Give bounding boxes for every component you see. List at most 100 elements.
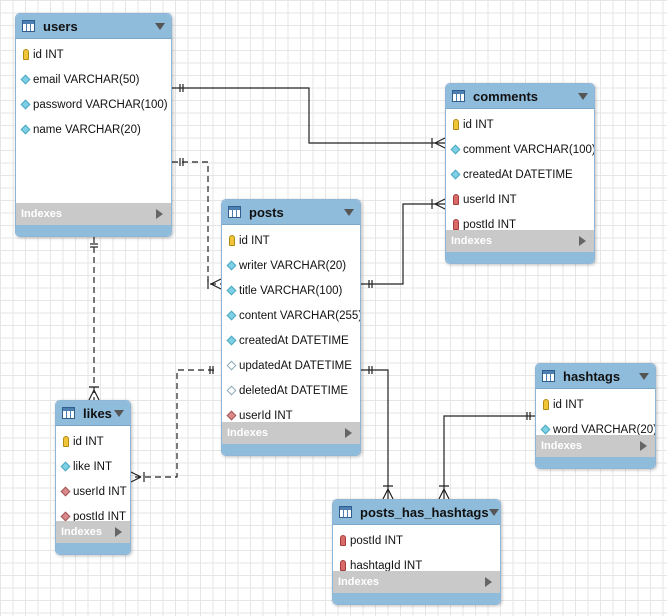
column-row[interactable]: postId INT — [56, 504, 130, 529]
foreign-diamond-icon — [60, 486, 71, 498]
column-label: createdAt DATETIME — [463, 168, 573, 181]
column-label: comment VARCHAR(100) — [463, 143, 595, 156]
column-row[interactable]: id INT — [56, 429, 130, 454]
column-row[interactable]: content VARCHAR(255) — [222, 303, 360, 328]
column-row[interactable]: createdAt DATETIME — [222, 328, 360, 353]
expand-arrow-icon[interactable] — [345, 428, 352, 438]
indexes-section[interactable]: Indexes — [446, 230, 594, 263]
collapse-arrow-icon[interactable] — [155, 22, 165, 30]
indexes-section[interactable]: Indexes — [333, 571, 500, 604]
column-row[interactable]: word VARCHAR(20) — [536, 417, 655, 442]
table-header[interactable]: posts_has_hashtags — [333, 500, 500, 525]
foreign-diamond-icon — [226, 410, 237, 422]
foreign-key-icon — [338, 535, 347, 547]
foreign-key-icon — [451, 219, 460, 231]
column-row[interactable]: userId INT — [446, 187, 594, 212]
indexes-bar[interactable]: Indexes — [446, 230, 594, 252]
column-row[interactable]: writer VARCHAR(20) — [222, 253, 360, 278]
table-comments[interactable]: comments id INT comment VARCHAR(100) create… — [445, 83, 595, 264]
primary-key-icon — [451, 119, 460, 131]
relationship-line — [172, 161, 221, 285]
indexes-bar[interactable]: Indexes — [56, 521, 130, 543]
column-diamond-icon — [450, 144, 461, 156]
column-label: postId INT — [350, 534, 404, 547]
column-row[interactable]: createdAt DATETIME — [446, 162, 594, 187]
indexes-section[interactable]: Indexes — [16, 203, 171, 236]
foreign-key-icon-glyph — [452, 194, 459, 205]
relationship-users-posts — [172, 158, 222, 290]
column-row[interactable]: postId INT — [333, 528, 500, 553]
indexes-section[interactable]: Indexes — [222, 422, 360, 455]
table-header[interactable]: posts — [222, 200, 360, 225]
column-label: content VARCHAR(255) — [239, 309, 361, 322]
indexes-section[interactable]: Indexes — [536, 435, 655, 468]
indexes-bar[interactable]: Indexes — [222, 422, 360, 444]
relationship-posts-comments — [361, 198, 446, 288]
table-name: posts_has_hashtags — [360, 504, 489, 520]
expand-arrow-icon[interactable] — [640, 441, 647, 451]
column-row[interactable]: id INT — [446, 112, 594, 137]
table-header[interactable]: likes — [56, 401, 130, 426]
collapse-arrow-icon[interactable] — [578, 92, 588, 100]
expand-arrow-icon[interactable] — [579, 236, 586, 246]
table-header[interactable]: users — [16, 14, 171, 39]
column-list: postId INT hashtagId INT — [333, 525, 500, 578]
column-label: name VARCHAR(20) — [33, 123, 141, 136]
column-row[interactable]: userId INT — [222, 403, 360, 428]
column-diamond-icon — [20, 99, 31, 111]
column-diamond-icon — [540, 424, 551, 436]
column-row[interactable]: title VARCHAR(100) — [222, 278, 360, 303]
table-posts[interactable]: posts id INT writer VARCHAR(20)title VARCH… — [221, 199, 361, 456]
foreign-diamond-icon-glyph — [226, 410, 237, 421]
column-diamond-icon-glyph — [450, 169, 461, 180]
column-row[interactable]: deletedAt DATETIME — [222, 378, 360, 403]
expand-arrow-icon[interactable] — [485, 577, 492, 587]
table-posts_has_hashtags[interactable]: posts_has_hashtags postId INT hashtagId IN… — [332, 499, 501, 605]
column-row[interactable]: userId INT — [56, 479, 130, 504]
many-marker — [431, 137, 446, 149]
column-row[interactable]: hashtagId INT — [333, 553, 500, 578]
table-header[interactable]: hashtags — [536, 364, 655, 389]
column-row[interactable]: id INT — [536, 392, 655, 417]
collapse-arrow-icon[interactable] — [344, 208, 354, 216]
column-row[interactable]: password VARCHAR(100) — [16, 92, 171, 117]
collapse-arrow-icon[interactable] — [114, 409, 124, 417]
expand-arrow-icon[interactable] — [115, 527, 122, 537]
indexes-bar[interactable]: Indexes — [333, 571, 500, 593]
table-header[interactable]: comments — [446, 84, 594, 109]
nullable-diamond-icon-glyph — [226, 360, 237, 371]
indexes-section[interactable]: Indexes — [56, 521, 130, 554]
indexes-bar[interactable]: Indexes — [536, 435, 655, 457]
column-row[interactable]: like INT — [56, 454, 130, 479]
primary-key-icon-glyph — [228, 235, 235, 246]
foreign-key-icon-glyph — [452, 219, 459, 230]
column-row[interactable]: id INT — [16, 42, 171, 67]
nullable-diamond-icon — [226, 360, 237, 372]
table-icon — [228, 206, 241, 218]
column-label: postId INT — [463, 218, 517, 231]
collapse-arrow-icon[interactable] — [639, 372, 649, 380]
column-label: postId INT — [73, 510, 127, 523]
column-label: userId INT — [73, 485, 127, 498]
column-row[interactable]: email VARCHAR(50) — [16, 67, 171, 92]
column-label: id INT — [239, 234, 270, 247]
indexes-bar[interactable]: Indexes — [16, 203, 171, 225]
column-row[interactable]: postId INT — [446, 212, 594, 237]
column-row[interactable]: name VARCHAR(20) — [16, 117, 171, 142]
relationship-users-likes — [88, 237, 100, 401]
column-diamond-icon-glyph — [450, 144, 461, 155]
many-marker — [207, 278, 222, 290]
collapse-arrow-icon[interactable] — [488, 508, 499, 516]
column-row[interactable]: updatedAt DATETIME — [222, 353, 360, 378]
column-diamond-icon-glyph — [20, 99, 31, 110]
expand-arrow-icon[interactable] — [156, 209, 163, 219]
column-row[interactable]: comment VARCHAR(100) — [446, 137, 594, 162]
column-row[interactable]: id INT — [222, 228, 360, 253]
many-marker — [382, 485, 394, 500]
